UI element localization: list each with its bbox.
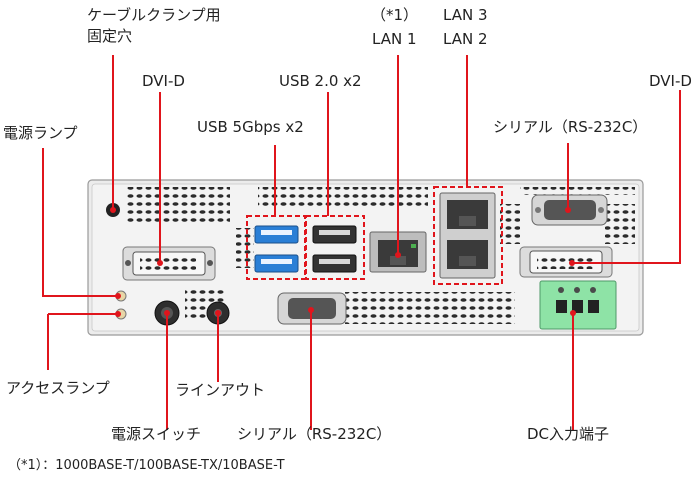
usb-5gbps-ports — [254, 225, 299, 273]
label-lan2: LAN 2 — [443, 30, 488, 48]
label-lan1-note: （*1） — [371, 6, 419, 24]
dvi-d-port-right — [519, 246, 613, 278]
label-power-lamp: 電源ランプ — [3, 124, 78, 142]
label-lan3: LAN 3 — [443, 6, 488, 24]
dc-input-terminal — [539, 280, 617, 330]
label-access-lamp: アクセスランプ — [6, 379, 110, 397]
label-usb2: USB 2.0 x2 — [279, 72, 362, 90]
label-dvi-left: DVI-D — [142, 72, 185, 90]
label-serial-top: シリアル（RS-232C） — [493, 118, 648, 136]
usb-2-ports — [312, 225, 357, 273]
label-lan1: LAN 1 — [372, 30, 417, 48]
label-dvi-right: DVI-D — [649, 72, 692, 90]
callout-lines — [42, 55, 681, 430]
label-power-switch: 電源スイッチ — [111, 425, 202, 443]
label-line-out: ラインアウト — [175, 381, 266, 399]
lan2-lan3-ports — [439, 192, 496, 279]
label-usb5gbps: USB 5Gbps x2 — [197, 118, 304, 136]
label-cable-clamp-line2: 固定穴 — [87, 27, 133, 45]
footnote: （*1）：1000BASE-T/100BASE-TX/10BASE-T — [8, 458, 285, 473]
label-serial-bottom: シリアル（RS-232C） — [237, 425, 392, 443]
callout-endpoints — [110, 207, 576, 317]
label-dc-input: DC入力端子 — [527, 425, 610, 443]
dvi-d-port-left — [122, 246, 216, 281]
label-cable-clamp-line1: ケーブルクランプ用 — [87, 6, 221, 24]
